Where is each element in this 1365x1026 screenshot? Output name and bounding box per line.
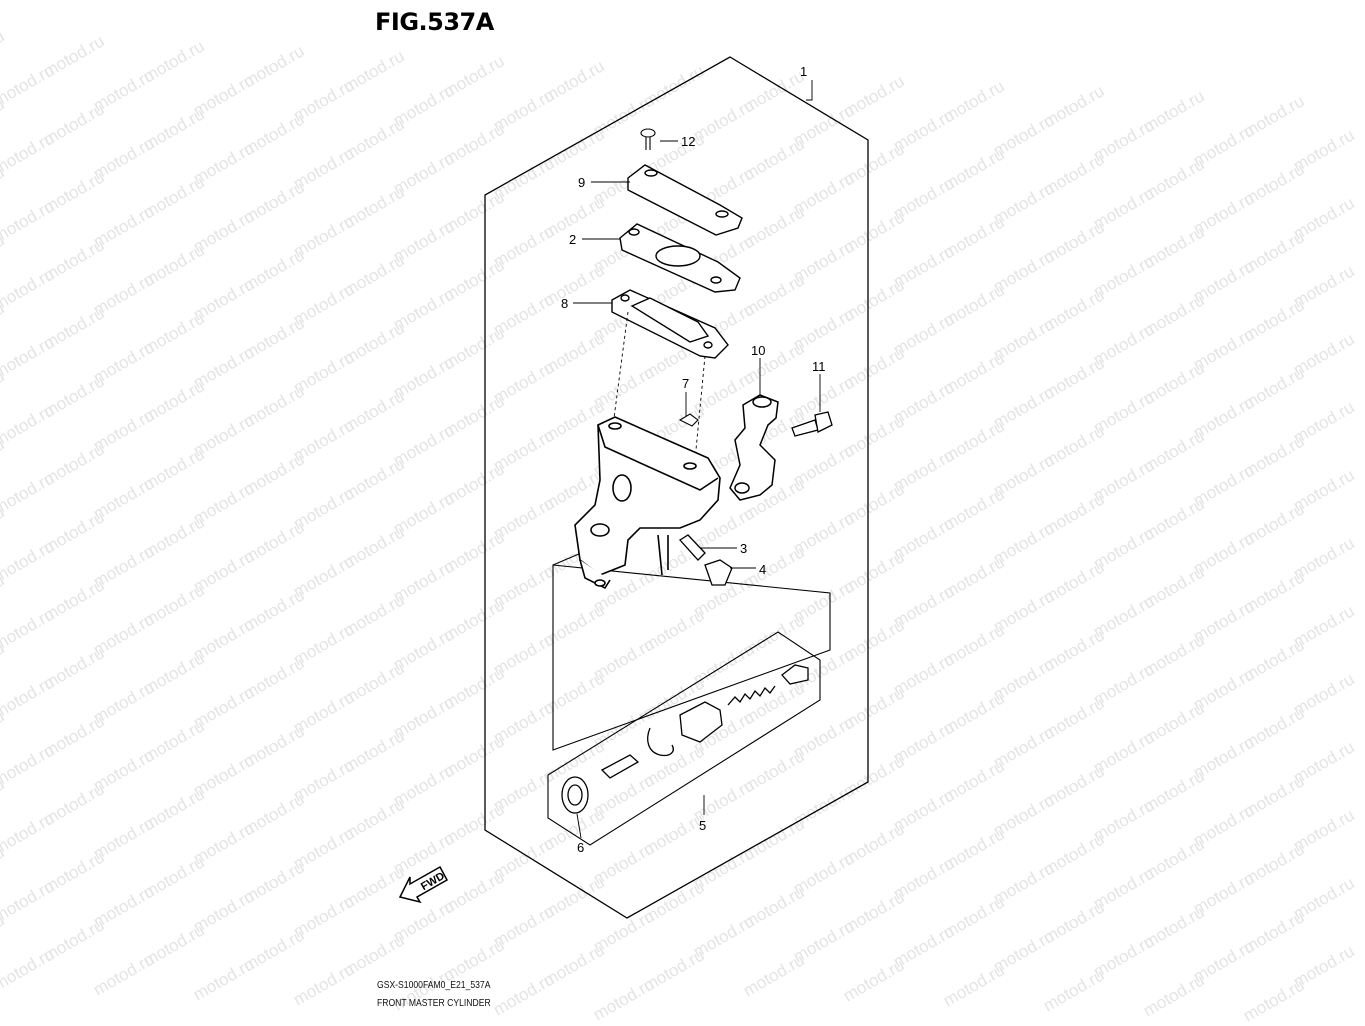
assembly-outline: [484, 56, 869, 919]
master-cylinder-body: [574, 416, 721, 590]
part-12-screw: [640, 128, 656, 150]
callout-11: 11: [812, 359, 826, 374]
fwd-label: FWD: [419, 870, 447, 893]
callout-8: 8: [561, 296, 568, 311]
figure-title: FIG.537A: [375, 8, 494, 36]
fwd-arrow-icon: [398, 865, 449, 904]
part-11-bolt: [791, 411, 833, 437]
callout-5: 5: [699, 818, 706, 833]
callout-7: 7: [682, 376, 689, 391]
callout-10: 10: [751, 343, 765, 358]
callout-3: 3: [740, 541, 747, 556]
part-8-diaphragm: [611, 289, 729, 359]
callout-12: 12: [681, 134, 695, 149]
assembly-name: FRONT MASTER CYLINDER: [377, 997, 491, 1009]
part-7-clip: [678, 413, 699, 427]
callout-4: 4: [759, 562, 766, 577]
piston-kit-parts: [561, 664, 809, 814]
callout-6: 6: [577, 840, 584, 855]
callout-1: 1: [800, 64, 807, 79]
part-2-plate: [619, 223, 741, 293]
part-9-cap: [627, 164, 743, 236]
piston-kit-outline: [552, 564, 831, 751]
part-10-union: [729, 394, 779, 501]
figure-caption: GSX-S1000FAM0_E21_537A FRONT MASTER CYLI…: [377, 976, 491, 1012]
callout-9: 9: [578, 175, 585, 190]
callout-2: 2: [569, 232, 576, 247]
model-code: GSX-S1000FAM0_E21_537A: [377, 979, 491, 991]
piston-kit-box-5: [547, 631, 821, 846]
part-4-cap: [704, 559, 733, 586]
part-3-bleeder: [678, 534, 706, 561]
